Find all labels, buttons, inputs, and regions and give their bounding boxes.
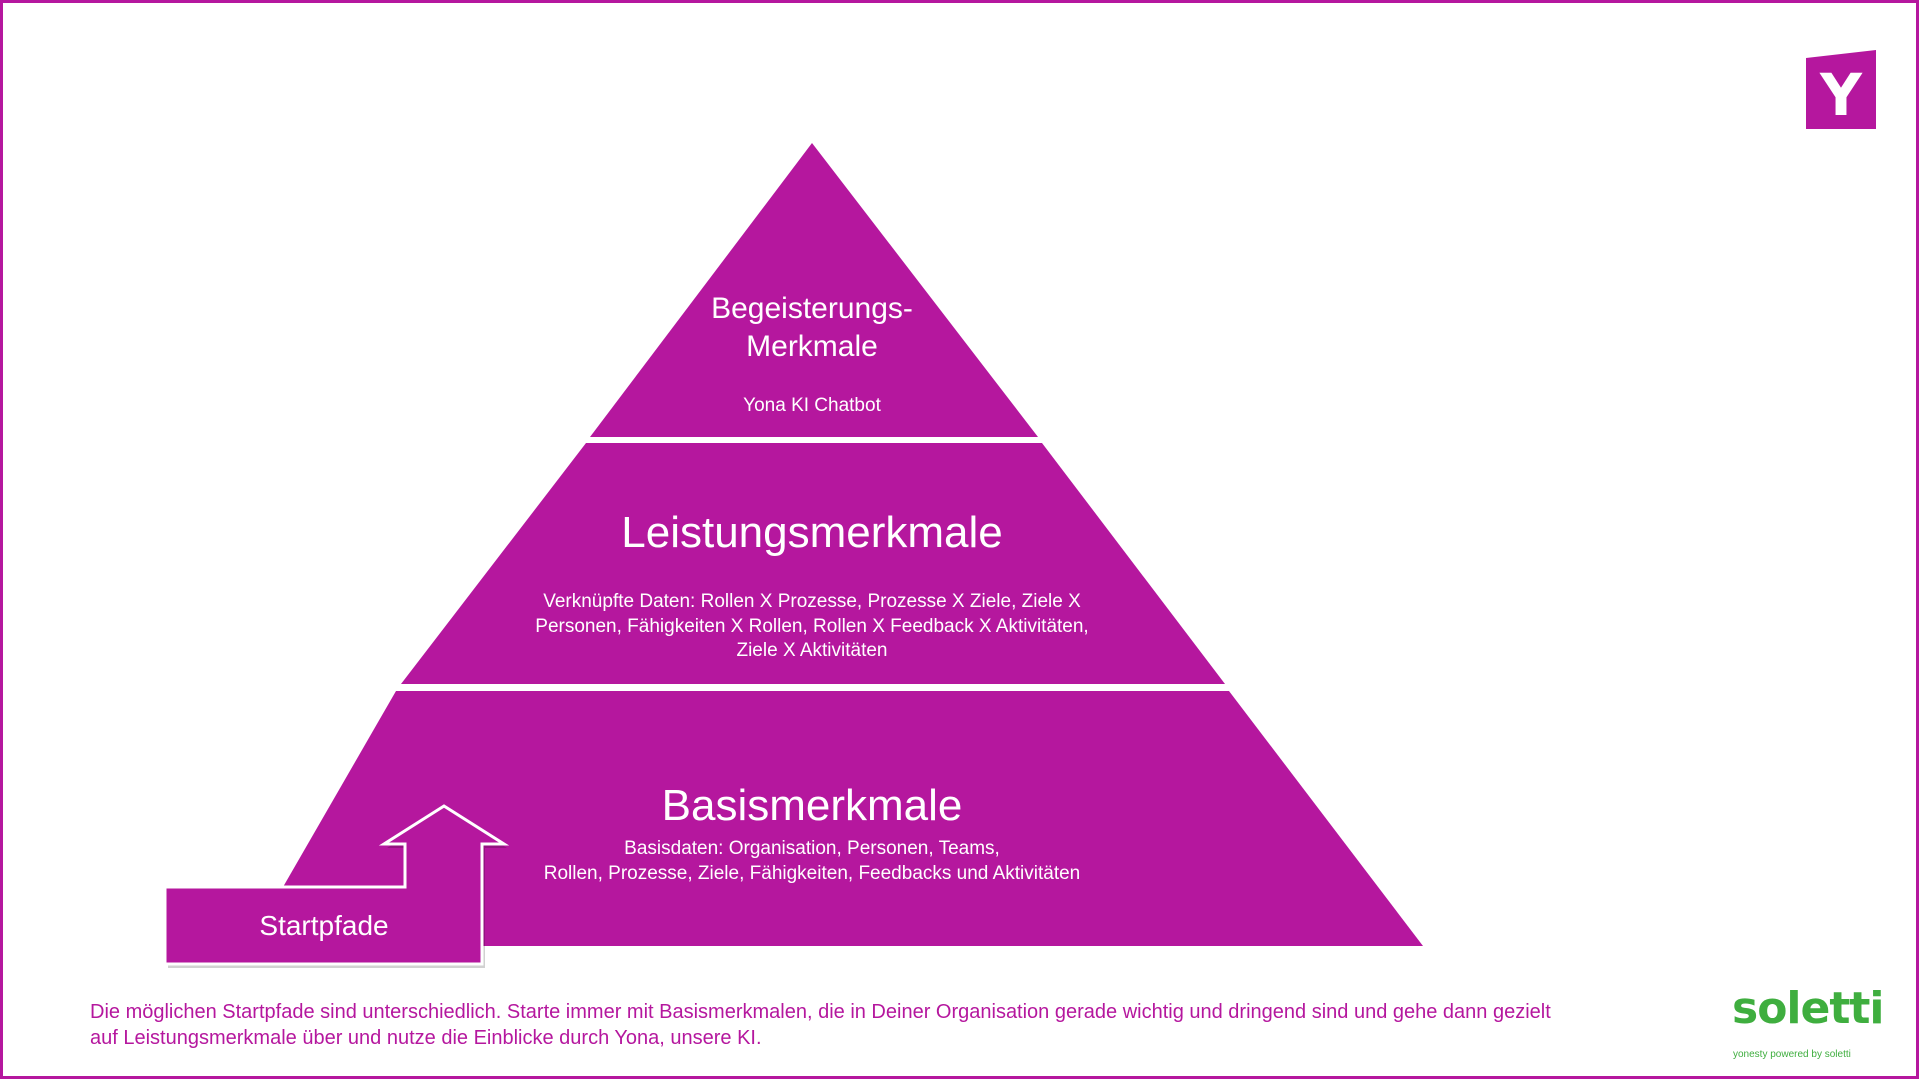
level-top-title-line-2: Merkmale <box>746 330 878 363</box>
caption: Die möglichen Startpfade sind unterschie… <box>90 999 1690 1051</box>
soletti-tagline: yonesty powered by soletti <box>1733 1049 1851 1060</box>
level-top-title-line-1: Begeisterungs- <box>711 292 913 325</box>
level-middle-subtitle-line-3: Ziele X Aktivitäten <box>736 640 887 661</box>
caption-line-2: auf Leistungsmerkmale über und nutze die… <box>90 1027 762 1049</box>
pyramid-level-top <box>590 143 1038 437</box>
level-top-subtitle: Yona KI Chatbot <box>743 395 881 416</box>
start-path-label: Startpfade <box>259 910 388 941</box>
level-middle-subtitle-line-1: Verknüpfte Daten: Rollen X Prozesse, Pro… <box>543 591 1081 612</box>
level-bottom-title: Basismerkmale <box>662 781 963 830</box>
start-path-marker: Startpfade <box>163 804 510 968</box>
logo-badge <box>1806 50 1876 129</box>
level-bottom-subtitle-line-1: Basisdaten: Organisation, Personen, Team… <box>624 838 1000 859</box>
pyramid-level-bottom <box>249 691 1423 946</box>
level-middle-subtitle-line-2: Personen, Fähigkeiten X Rollen, Rollen X… <box>535 616 1088 637</box>
yonesty-logo: Y <box>1806 50 1876 129</box>
pyramid-diagram: Begeisterungs- Merkmale Yona KI Chatbot … <box>163 50 1876 968</box>
start-path-arrow <box>163 804 510 966</box>
logo-letter: Y <box>1819 61 1863 129</box>
caption-line-1: Die möglichen Startpfade sind unterschie… <box>90 1001 1551 1023</box>
level-bottom-subtitle-line-2: Rollen, Prozesse, Ziele, Fähigkeiten, Fe… <box>544 863 1081 884</box>
soletti-logo: soletti yonesty powered by soletti <box>1728 981 1884 1061</box>
soletti-wordmark: soletti <box>1732 983 1884 1034</box>
level-middle-title: Leistungsmerkmale <box>621 508 1003 557</box>
pyramid-level-middle <box>401 443 1225 684</box>
